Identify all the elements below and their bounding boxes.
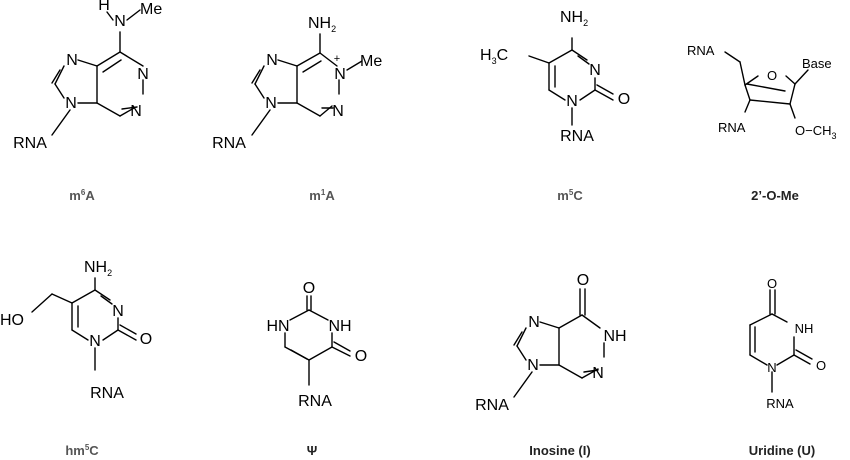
rna-attachment: RNA [13, 135, 47, 152]
n3-atom: N [112, 303, 124, 320]
carbonyl-oxygen-2: O [303, 280, 315, 297]
uridine-structure: O NH N O RNA [749, 276, 826, 411]
label-m1a: m1A [309, 188, 335, 203]
rna-attachment: RNA [560, 128, 594, 145]
amino-group: NH2 [308, 15, 336, 34]
inosine-structure: O NH N N N RNA [475, 272, 626, 414]
n3-h-group: NH [328, 318, 351, 335]
n9-atom: N [527, 357, 539, 374]
n7-atom: N [266, 52, 278, 69]
label-hm5c: hm5C [65, 443, 99, 458]
n9-atom: N [65, 95, 77, 112]
carbonyl-oxygen: O [618, 91, 630, 108]
m1a-structure: N N + N N NH2 Me RNA [212, 15, 382, 152]
base-group: Base [802, 56, 832, 71]
label-uridine: Uridine (U) [749, 443, 815, 458]
n1-atom: N [334, 66, 346, 83]
n1-atom: N [137, 66, 149, 83]
methyl-group: Me [140, 1, 162, 18]
label-m5c: m5C [557, 188, 583, 203]
methyl-group: Me [360, 53, 382, 70]
n3-atom: N [332, 103, 344, 120]
m5c-structure: NH2 H3C N N O RNA [480, 9, 630, 145]
n7-atom: N [528, 314, 540, 331]
n7-atom: N [66, 52, 78, 69]
h-atom: H [98, 0, 110, 14]
methyl-group: H3C [480, 47, 508, 66]
rna-3-prime: RNA [718, 120, 746, 135]
carbonyl-oxygen-4: O [767, 276, 777, 291]
n1-atom: N [566, 93, 578, 110]
ring-oxygen: O [767, 68, 777, 83]
n3-atom: N [592, 365, 604, 382]
n1-atom: N [89, 333, 101, 350]
n1-h-group: HN [266, 318, 289, 335]
label-inosine: Inosine (I) [529, 443, 590, 458]
carbonyl-oxygen-4: O [355, 348, 367, 365]
carbonyl-oxygen: O [577, 272, 589, 289]
hm5c-structure: NH2 HO N N O RNA [0, 259, 152, 402]
n6-atom: N [114, 13, 126, 30]
n3-atom: N [130, 103, 142, 120]
n1-h-group: NH [603, 328, 626, 345]
rna-attachment: RNA [766, 396, 794, 411]
amino-group: NH2 [84, 259, 112, 278]
n3-h-group: NH [795, 321, 814, 336]
m6a-structure: N N N N N H Me RNA [13, 0, 162, 152]
n1-atom: N [767, 360, 776, 375]
rna-5-prime: RNA [687, 43, 715, 58]
label-m6a: m6A [69, 188, 95, 203]
rna-attachment: RNA [475, 397, 509, 414]
pseudouridine-structure: O HN NH O RNA [266, 280, 367, 410]
rna-attachment: RNA [212, 135, 246, 152]
rna-attachment: RNA [298, 393, 332, 410]
positive-charge: + [334, 53, 340, 65]
n9-atom: N [265, 95, 277, 112]
carbonyl-oxygen: O [140, 331, 152, 348]
rna-attachment: RNA [90, 385, 124, 402]
carbonyl-oxygen-2: O [816, 358, 826, 373]
n3-atom: N [589, 62, 601, 79]
2-o-me-structure: O RNA Base RNA O−CH3 [687, 43, 837, 141]
o-methyl-group: O−CH3 [795, 123, 837, 141]
label-2-o-me: 2’-O-Me [751, 188, 799, 203]
label-pseudouridine: Ψ [307, 443, 318, 458]
amino-group: NH2 [560, 9, 588, 28]
hydroxyl-group: HO [0, 312, 24, 329]
